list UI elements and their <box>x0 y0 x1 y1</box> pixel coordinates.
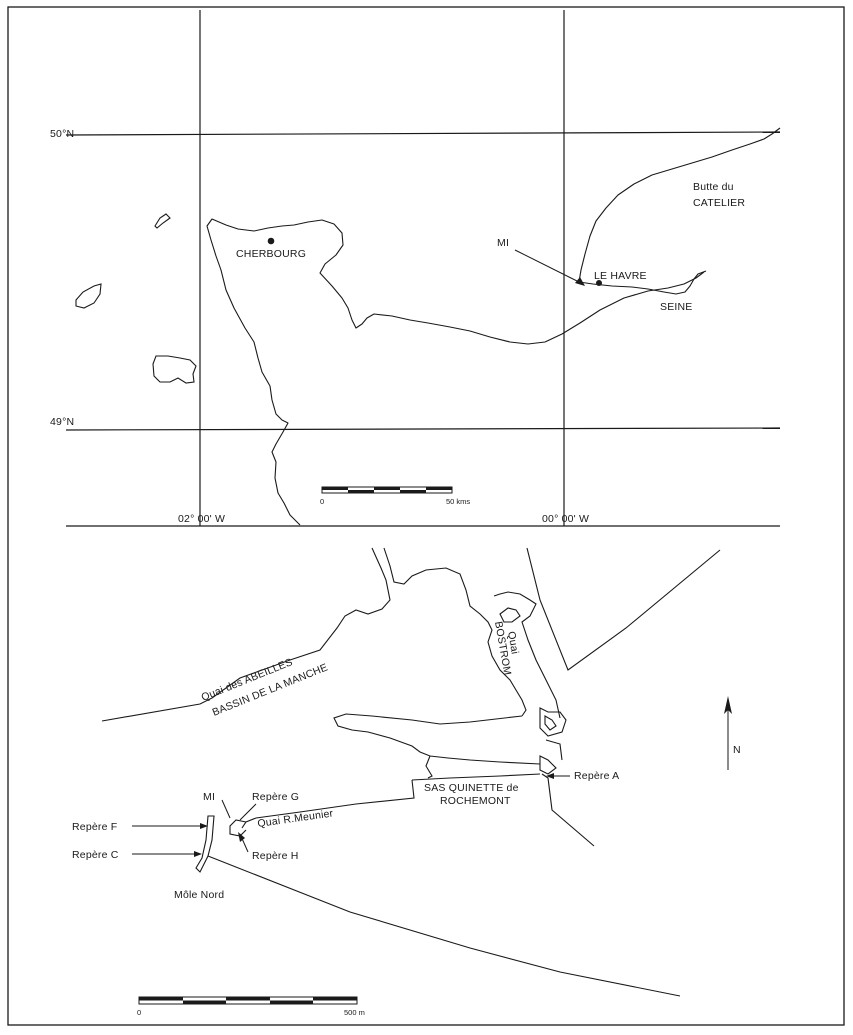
repere-c-arrowhead-icon <box>194 851 202 857</box>
lon-0-label: 00° 00' W <box>542 513 589 525</box>
butte-label-line2: CATELIER <box>693 197 745 209</box>
gridline-lat-50 <box>65 131 781 136</box>
butte-label-line1: Butte du <box>693 181 734 193</box>
quai-bostrom <box>493 591 561 719</box>
regional-map: 50°N 49°N 02° 00' W 00° 00' W CHERBOURG … <box>50 10 781 527</box>
sas-label-line1: SAS QUINETTE de <box>424 782 519 794</box>
cherbourg-label: CHERBOURG <box>236 248 306 260</box>
gridline-lat-49 <box>65 427 781 431</box>
sas-label-line2: ROCHEMONT <box>440 795 511 807</box>
quai-abeilles-shore <box>101 547 391 722</box>
north-label: N <box>733 744 741 756</box>
mi-harbor-arrow <box>221 799 231 819</box>
sas-quinette-gate <box>539 755 557 775</box>
north-arrow-icon <box>724 696 732 770</box>
scale-harbor-zero: 0 <box>137 1008 141 1017</box>
island-guernesey <box>75 283 102 309</box>
harbor-east-quay <box>541 773 595 847</box>
outer-breakwater <box>207 855 681 997</box>
sas-quinette-lock-inner <box>544 715 557 731</box>
bassin-upper-shore <box>383 547 527 717</box>
lat-50-label: 50°N <box>50 128 74 140</box>
quai-bostrom-quai-label: Quai <box>505 630 521 655</box>
island-jersey <box>152 355 197 384</box>
sas-quinette-left <box>425 755 433 779</box>
mi-arrowhead-icon <box>575 277 585 286</box>
repere-a-arrowhead-icon <box>546 773 554 779</box>
bostrom-inner <box>499 607 521 623</box>
lon-2w-label: 02° 00' W <box>178 513 225 525</box>
repere-f-arrowhead-icon <box>200 823 208 829</box>
scale-bar-harbor: 0 500 m <box>137 996 365 1017</box>
repere-h-label: Repère H <box>252 850 299 862</box>
scale-regional-end: 50 kms <box>446 497 470 506</box>
scale-regional-zero: 0 <box>320 497 324 506</box>
quai-meunier <box>229 819 247 837</box>
lat-49-label: 49°N <box>50 416 74 428</box>
mi-harbor-label: MI <box>203 791 215 803</box>
seine-label: SEINE <box>660 301 693 313</box>
coastline-normandy <box>206 218 705 526</box>
scale-bar-regional: 0 50 kms <box>320 486 470 506</box>
figure-border <box>7 6 845 1026</box>
mole-nord-label: Môle Nord <box>174 889 224 901</box>
quai-meunier-label: Quai R.Meunier <box>257 807 335 830</box>
mole-nord <box>195 815 215 873</box>
harbor-east-pier <box>545 739 563 761</box>
harbor-map: N Quai des ABEILLES BASSIN DE LA MANCHE … <box>72 547 741 1017</box>
repere-c-label: Repère C <box>72 849 119 861</box>
le-havre-marker <box>596 280 602 286</box>
repere-h-arrowhead-icon <box>238 832 245 842</box>
repere-a-label: Repère A <box>574 770 619 782</box>
sas-quinette-lock <box>539 707 567 737</box>
repere-g-label: Repère G <box>252 791 299 803</box>
cherbourg-marker <box>267 237 275 245</box>
le-havre-label: LE HAVRE <box>594 270 647 282</box>
scale-harbor-end: 500 m <box>344 1008 365 1017</box>
bostrom-basin-edge <box>526 547 721 671</box>
repere-g-arrow <box>239 803 257 821</box>
island-aurigny <box>154 213 171 229</box>
mi-pointer-line <box>514 249 584 285</box>
repere-f-label: Repère F <box>72 821 117 833</box>
coastline-pays-de-caux <box>578 127 781 283</box>
rochemont-quay-top <box>411 773 541 781</box>
mi-label: MI <box>497 237 509 249</box>
jetee-breakwater <box>333 713 541 765</box>
coastline-seine-north <box>578 270 707 295</box>
